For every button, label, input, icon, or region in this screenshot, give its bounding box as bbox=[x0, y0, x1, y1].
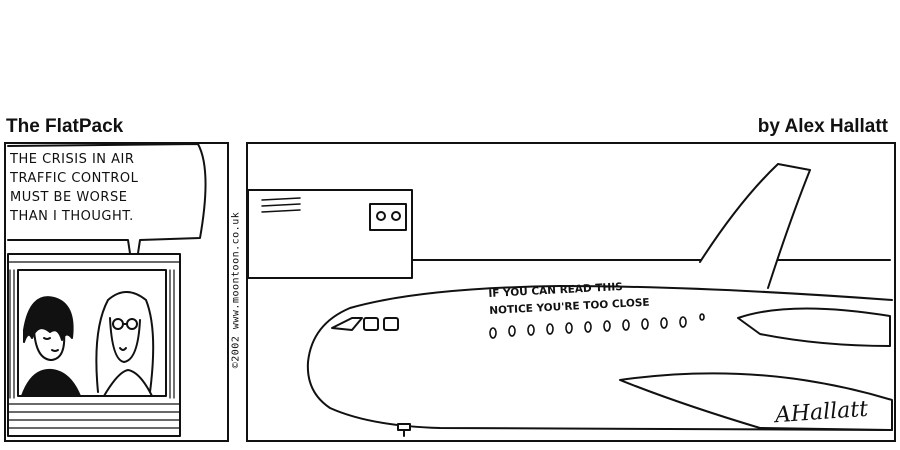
airplane-tail bbox=[699, 163, 811, 289]
balloon-line: THAN I THOUGHT. bbox=[10, 209, 134, 224]
motion-lines bbox=[261, 197, 301, 213]
comic-title: The FlatPack bbox=[6, 116, 124, 137]
speech-balloon-text: THE CRISIS IN AIR TRAFFIC CONTROL MUST B… bbox=[10, 150, 200, 226]
window-shutters bbox=[7, 261, 181, 429]
airplane-stabilizer bbox=[737, 307, 891, 347]
woman-dark-hair bbox=[21, 296, 81, 397]
balloon-line: THE CRISIS IN AIR bbox=[10, 152, 135, 167]
terminal-window bbox=[369, 203, 407, 231]
terminal-building bbox=[247, 189, 413, 279]
airplane bbox=[306, 163, 893, 437]
balloon-line: TRAFFIC CONTROL bbox=[10, 171, 139, 186]
speech-balloon bbox=[7, 143, 207, 281]
woman-with-glasses bbox=[95, 291, 155, 397]
airplane-wing bbox=[619, 372, 893, 431]
balloon-line: MUST BE WORSE bbox=[10, 190, 128, 205]
passenger-windows bbox=[489, 313, 705, 339]
comic-byline: by Alex Hallatt bbox=[757, 116, 888, 137]
